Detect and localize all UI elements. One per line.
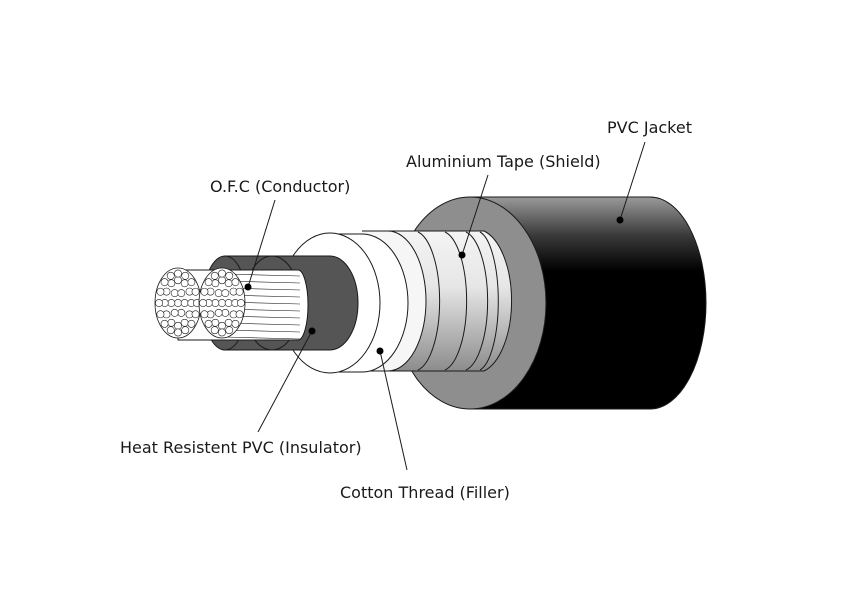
label-pvc-jacket: PVC Jacket [607,118,692,137]
leader-dots [244,216,624,355]
conductor-strand [199,299,207,307]
conductor-strand [187,278,196,287]
conductor-strand [210,326,219,335]
conductor-strand [167,318,176,327]
conductor-strand [174,299,182,307]
conductor-strand [231,319,240,328]
conductor-strand [170,308,179,317]
conductor-strand [200,287,209,296]
conductor-strand [181,326,190,335]
dot-conductor [244,283,252,291]
conductor-strand [211,279,220,288]
leader-filler [379,350,408,471]
leader-shield [461,174,489,256]
conductor-strand-bundle [198,267,246,339]
conductor-strand [200,310,209,319]
conductor-strand [177,289,186,298]
conductor-strand [211,299,220,307]
dot-jacket [616,216,624,224]
conductor-strand [214,289,223,298]
conductor-strand [218,269,226,278]
conductor-strand [211,318,220,327]
conductor-strand [210,271,219,280]
label-cotton-filler: Cotton Thread (Filler) [340,483,510,502]
conductor-strand [174,276,182,285]
conductor-strand [160,278,169,287]
conductor-strand [170,289,179,298]
conductor-strand [156,287,165,296]
conductor-strand [218,328,226,337]
conductor-strand [155,299,163,307]
conductor-strand [235,287,244,296]
label-ofc-conductor: O.F.C (Conductor) [210,177,350,196]
conductor-strand [181,271,190,280]
conductor-strand [225,326,234,335]
conductor-strand [174,269,182,278]
conductor-strand [225,271,234,280]
conductor-strand [166,271,175,280]
conductor-strand [218,321,226,330]
conductor-strand [167,299,176,307]
conductor-strand [214,308,223,317]
conductor-strand [218,276,226,285]
conductor-strand [237,299,245,307]
conductor-strand [235,310,244,319]
conductor-strand [221,289,230,298]
leader-conductor [247,199,276,288]
leader-jacket [619,141,646,221]
leader-lines [247,141,646,471]
conductor-strand [204,278,213,287]
conductor-strand [224,299,233,307]
conductor-strand [174,328,182,337]
ofc-conductor [154,267,309,341]
conductor-strand [204,319,213,328]
conductor-strand [180,299,189,307]
conductor-strand [224,279,233,288]
conductor-strand [174,321,182,330]
conductor-strand [156,310,165,319]
conductor-strand [187,319,196,328]
conductor-strand [160,319,169,328]
dot-filler [376,347,384,355]
conductor-strand [191,287,200,296]
conductor-strand [231,278,240,287]
label-insulator: Heat Resistent PVC (Insulator) [120,438,362,457]
conductor-strand [180,318,189,327]
conductor-strand [191,310,200,319]
conductor-strand [180,279,189,288]
label-aluminium-tape: Aluminium Tape (Shield) [406,152,601,171]
conductor-strand [166,326,175,335]
conductor-strand [177,308,186,317]
conductor-strand [218,299,226,307]
dot-shield [458,251,466,259]
conductor-strand-bundle [154,267,202,339]
conductor-strand [221,308,230,317]
leader-insulator [257,330,313,433]
conductor-strand [167,279,176,288]
conductor-strand [224,318,233,327]
dot-insulator [308,327,316,335]
